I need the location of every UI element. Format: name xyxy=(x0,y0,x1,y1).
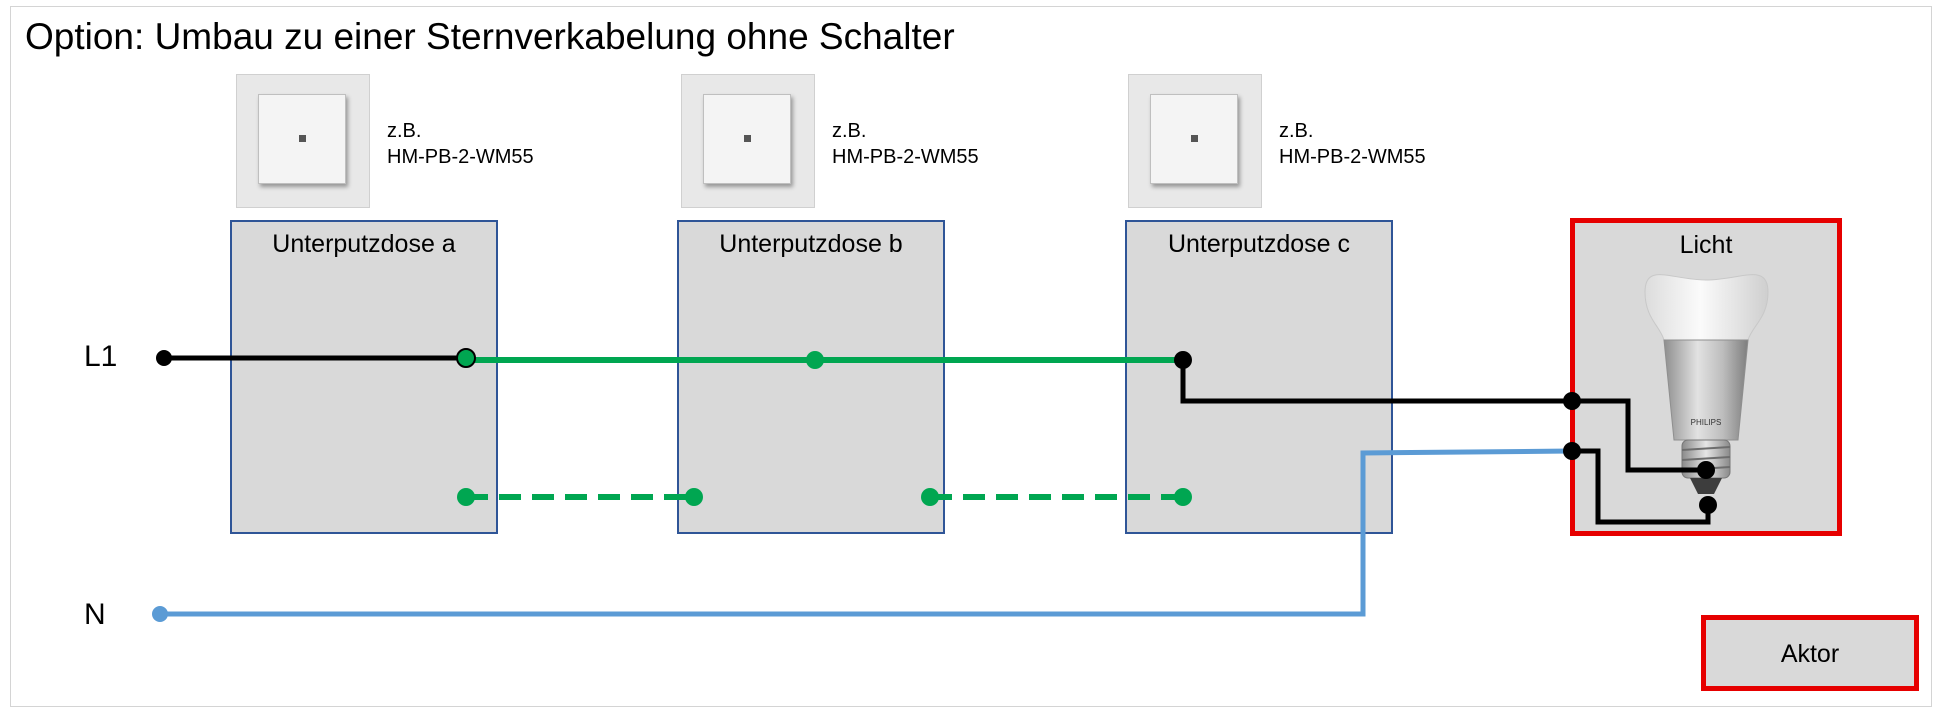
light-label: Licht xyxy=(1679,231,1733,259)
switch-example-c: z.B. xyxy=(1279,120,1314,142)
box-b-bridge-terminal-left xyxy=(685,488,703,506)
bulb-live-wire xyxy=(1572,398,1706,473)
switch-example-b: z.B. xyxy=(832,120,867,142)
l1-label: L1 xyxy=(84,340,118,373)
light-neutral-terminal xyxy=(1563,442,1581,460)
switch-model-a: HM-PB-2-WM55 xyxy=(387,146,534,168)
status-led-a xyxy=(299,135,306,142)
status-led-c xyxy=(1191,135,1198,142)
bulb-base-contact xyxy=(1699,496,1717,514)
switch-caption-b: z.B. HM-PB-2-WM55 xyxy=(832,118,979,170)
box-b-bridge-terminal xyxy=(806,351,824,369)
switch-caption-c: z.B. HM-PB-2-WM55 xyxy=(1279,118,1426,170)
light-live-terminal xyxy=(1563,392,1581,410)
switch-model-c: HM-PB-2-WM55 xyxy=(1279,146,1426,168)
wall-switch-b xyxy=(681,74,815,208)
box-b-bridge-terminal-right xyxy=(921,488,939,506)
junction-box-a-label: Unterputzdose a xyxy=(272,230,456,258)
diagram-title: Option: Umbau zu einer Sternverkabelung … xyxy=(25,16,955,57)
diagram-frame xyxy=(10,6,1932,707)
junction-box-c-label: Unterputzdose c xyxy=(1167,230,1351,258)
bulb-side-contact xyxy=(1697,461,1715,479)
box-a-bridge-terminal xyxy=(457,488,475,506)
n-wire xyxy=(160,448,1573,617)
switch-example-a: z.B. xyxy=(387,120,422,142)
legend-actor-box: Aktor xyxy=(1701,615,1919,691)
bulb-brand-text: PHILIPS xyxy=(1691,418,1722,427)
n-terminal xyxy=(152,606,168,622)
junction-box-b-label: Unterputzdose b xyxy=(719,230,903,258)
l1-terminal xyxy=(156,350,172,366)
junction-box-b: Unterputzdose b xyxy=(677,220,945,534)
box-c-bridge-terminal xyxy=(1174,488,1192,506)
switch-model-b: HM-PB-2-WM55 xyxy=(832,146,979,168)
bulb-neutral-wire xyxy=(1572,448,1711,525)
junction-box-a: Unterputzdose a xyxy=(230,220,498,534)
n-label: N xyxy=(84,598,106,631)
light-bulb-icon: PHILIPS xyxy=(1644,274,1769,494)
switch-caption-a: z.B. HM-PB-2-WM55 xyxy=(387,118,534,170)
wall-switch-c xyxy=(1128,74,1262,208)
wall-switch-a xyxy=(236,74,370,208)
box-c-live-terminal xyxy=(1174,351,1192,369)
status-led-b xyxy=(744,135,751,142)
junction-box-c: Unterputzdose c xyxy=(1125,220,1393,534)
legend-actor-label: Aktor xyxy=(1780,640,1840,668)
box-a-live-terminal xyxy=(456,348,476,368)
live-feed-wire xyxy=(1180,360,1572,404)
